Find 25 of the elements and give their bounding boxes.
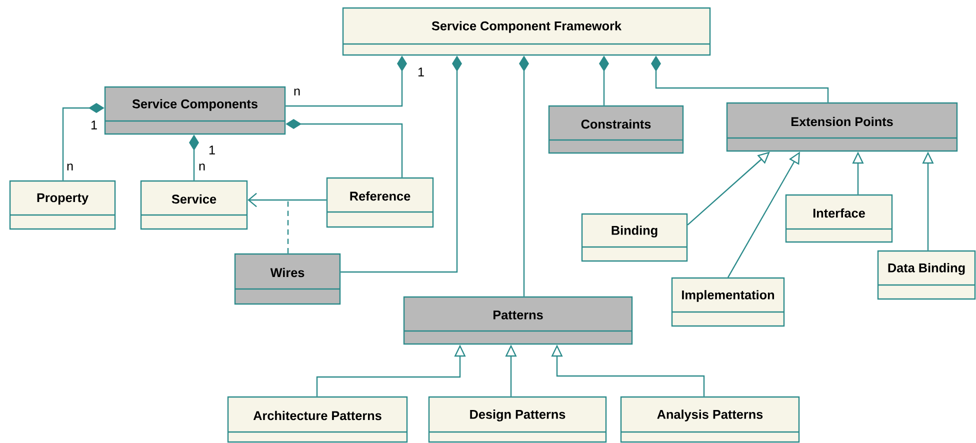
class-box: Extension Points xyxy=(726,102,958,152)
class-box: Architecture Patterns xyxy=(227,396,408,443)
class-box: Patterns xyxy=(403,296,633,345)
class-box: Interface xyxy=(785,194,893,243)
arrow xyxy=(248,192,326,208)
class-box: Constraints xyxy=(548,105,684,154)
class-box: Wires xyxy=(234,253,341,305)
class-box: Service Components xyxy=(104,86,286,135)
multiplicity-label: 1 xyxy=(91,120,97,130)
class-box: Implementation xyxy=(671,277,785,327)
class-box: Property xyxy=(9,180,116,230)
class-box: Service Component Framework xyxy=(342,7,711,56)
multiplicity-label: n xyxy=(67,164,73,170)
class-box: Binding xyxy=(581,213,688,262)
dashed-line xyxy=(287,200,289,254)
class-box: Design Patterns xyxy=(428,396,607,443)
multiplicity-label: 1 xyxy=(418,68,424,76)
multiplicity-label: n xyxy=(199,164,205,170)
multiplicity-label: 1 xyxy=(209,146,215,154)
multiplicity-label: n xyxy=(294,88,300,96)
class-box: Service xyxy=(140,180,248,230)
class-box: Analysis Patterns xyxy=(620,396,800,443)
class-box: Data Binding xyxy=(877,250,976,300)
class-box: Reference xyxy=(326,177,434,228)
inheritance-arrow xyxy=(687,152,770,226)
